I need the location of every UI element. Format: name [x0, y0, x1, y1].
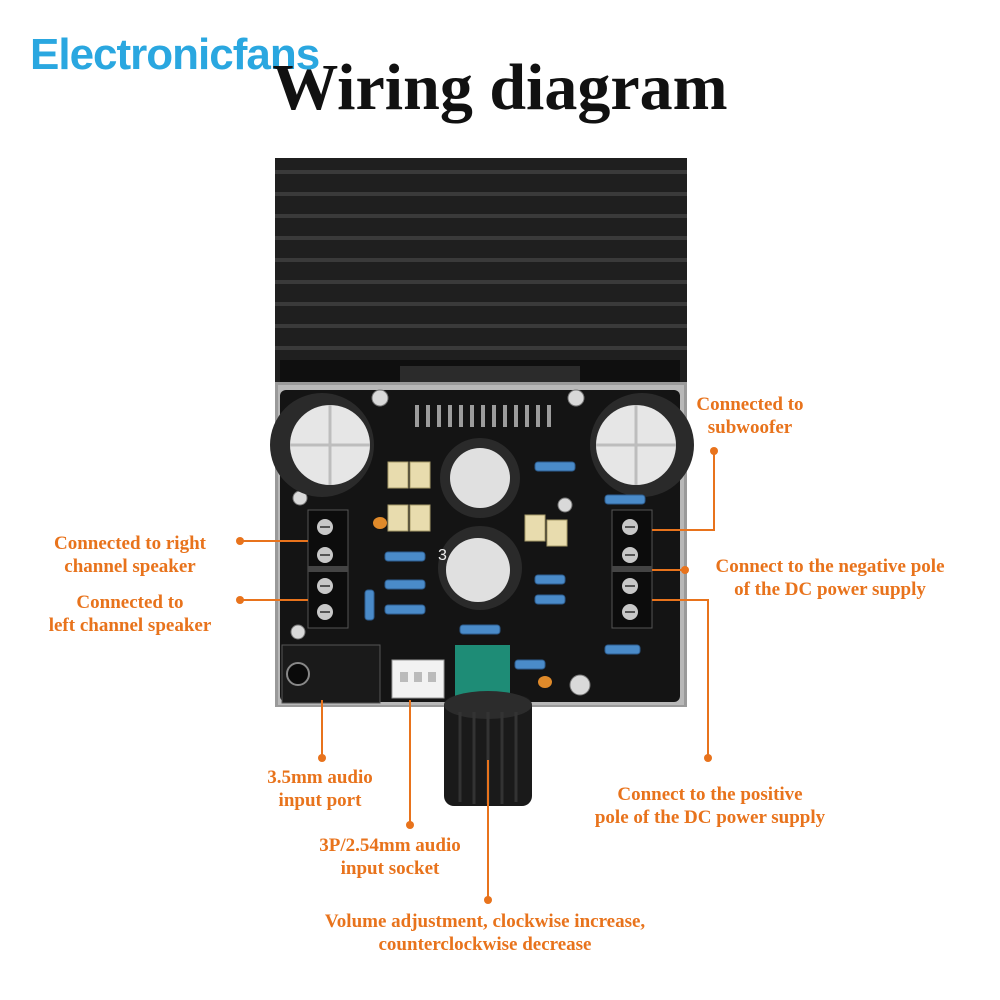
label-line: left channel speaker	[48, 615, 212, 636]
right-terminal-block	[611, 509, 653, 629]
label-line: Connected to	[76, 592, 184, 613]
label-line: 3.5mm audio	[267, 767, 373, 788]
label-line: of the DC power supply	[734, 579, 926, 600]
resistors	[364, 461, 646, 670]
label-positive-pole: Connect to the positive pole of the DC p…	[540, 783, 880, 829]
label-line: Connected to	[696, 394, 804, 415]
label-negative-pole: Connect to the negative pole of the DC p…	[675, 555, 985, 601]
capacitor-marking: 3	[438, 547, 447, 564]
label-line: 3P/2.54mm audio	[319, 835, 461, 856]
label-line: subwoofer	[707, 417, 793, 438]
label-line: pole of the DC power supply	[594, 807, 826, 828]
label-left-speaker: Connected to left channel speaker	[20, 591, 240, 637]
annotation-dots	[236, 447, 718, 904]
audio-socket-3p	[391, 659, 445, 699]
label-subwoofer: Connected to subwoofer	[670, 393, 830, 439]
label-line: Volume adjustment, clockwise increase,	[324, 911, 646, 932]
label-audio-socket: 3P/2.54mm audio input socket	[275, 834, 505, 880]
label-line: input socket	[340, 858, 440, 879]
diagram-title: Wiring diagram	[272, 51, 728, 124]
left-terminal-block	[307, 509, 349, 629]
ic-pins	[415, 405, 551, 427]
large-capacitors: 3	[270, 393, 694, 610]
audio-jack-3-5mm	[281, 644, 381, 704]
annotation-lines	[240, 451, 715, 900]
label-audio-port: 3.5mm audio input port	[220, 766, 420, 812]
film-capacitors	[387, 461, 568, 547]
label-line: input port	[278, 790, 362, 811]
mounting-screws	[290, 389, 591, 696]
label-line: Connect to the positive	[617, 784, 803, 805]
label-line: Connected to right	[54, 533, 206, 554]
brand-logo: Electronicfans	[30, 30, 320, 79]
label-volume: Volume adjustment, clockwise increase, c…	[230, 910, 740, 956]
label-line: channel speaker	[64, 556, 196, 577]
label-line: counterclockwise decrease	[378, 934, 592, 955]
ceramic-capacitors	[373, 517, 552, 688]
label-right-speaker: Connected to right channel speaker	[20, 532, 240, 578]
heatsink	[275, 158, 687, 396]
label-line: Connect to the negative pole	[715, 556, 945, 577]
volume-knob	[444, 645, 532, 806]
